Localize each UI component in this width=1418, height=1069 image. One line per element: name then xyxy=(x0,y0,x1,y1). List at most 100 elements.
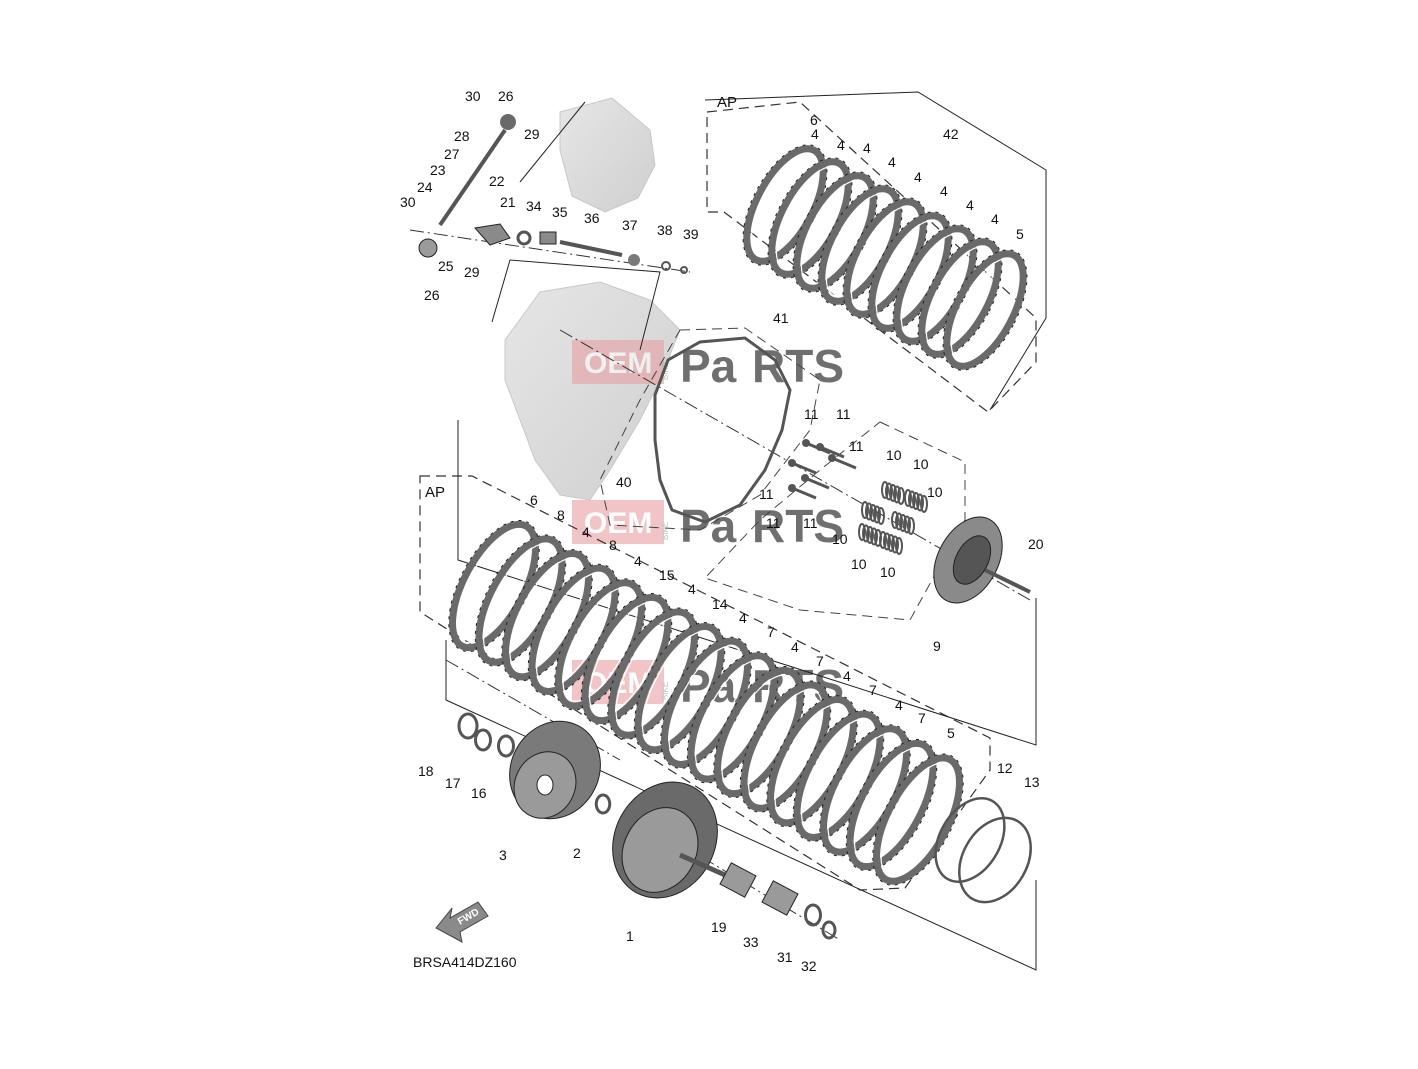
spring-box xyxy=(704,421,966,621)
callout-10: 10 xyxy=(927,484,943,500)
callout-35: 35 xyxy=(552,204,568,220)
callout-2: 2 xyxy=(573,845,581,861)
callout-32: 32 xyxy=(801,958,817,974)
callout-42: 42 xyxy=(943,126,959,142)
callout-13: 13 xyxy=(1024,774,1040,790)
callout-22: 22 xyxy=(489,173,505,189)
washer-32 xyxy=(821,920,837,940)
clutch-spring-1 xyxy=(881,481,905,505)
callout-4: 4 xyxy=(888,154,896,170)
callout-3: 3 xyxy=(499,847,507,863)
callout-6: 6 xyxy=(810,112,818,128)
ap-box-top xyxy=(706,101,1037,413)
frame-clutch xyxy=(445,640,1037,971)
gasket-40 xyxy=(653,336,792,524)
callout-11: 11 xyxy=(803,515,818,531)
clutch-plate-bottom-16 xyxy=(845,738,938,872)
callout-4: 4 xyxy=(895,697,903,713)
watermark-rts: RTS xyxy=(752,340,844,392)
bolt-11-5 xyxy=(801,474,830,490)
callout-40: 40 xyxy=(616,474,632,490)
callout-10: 10 xyxy=(886,447,902,463)
callout-6: 6 xyxy=(530,492,538,508)
washer-16 xyxy=(497,734,515,758)
callout-4: 4 xyxy=(914,169,922,185)
callout-15: 15 xyxy=(659,567,675,583)
washer-31 xyxy=(804,903,822,927)
ap-label-bottom: AP xyxy=(425,484,445,501)
callout-10: 10 xyxy=(832,531,848,547)
callout-21: 21 xyxy=(500,194,516,210)
fwd-arrow-icon: FWD xyxy=(435,901,489,943)
wire-ring-13 xyxy=(958,816,1032,904)
watermark-bike: BIKE xyxy=(661,682,670,700)
callout-39: 39 xyxy=(683,226,699,242)
callout-4: 4 xyxy=(634,553,642,569)
callout-7: 7 xyxy=(767,624,775,640)
callout-11: 11 xyxy=(759,486,774,502)
callout-4: 4 xyxy=(688,581,696,597)
callout-5: 5 xyxy=(1016,226,1024,242)
callout-20: 20 xyxy=(1028,536,1044,552)
ghost-crankcase-cover xyxy=(504,281,681,501)
callout-24: 24 xyxy=(417,179,433,195)
callout-30: 30 xyxy=(465,88,481,104)
callout-8: 8 xyxy=(609,537,617,553)
callout-14: 14 xyxy=(712,596,728,612)
callout-5: 5 xyxy=(947,725,955,741)
callout-17: 17 xyxy=(445,775,461,791)
callout-12: 12 xyxy=(997,760,1013,776)
collar-33 xyxy=(761,880,799,916)
callout-4: 4 xyxy=(582,524,590,540)
frame-rod xyxy=(519,101,586,183)
callout-28: 28 xyxy=(454,128,470,144)
callout-4: 4 xyxy=(843,668,851,684)
callout-4: 4 xyxy=(837,137,845,153)
callout-37: 37 xyxy=(622,217,638,233)
bolt-11-4 xyxy=(788,459,817,475)
callout-4: 4 xyxy=(863,140,871,156)
oil-seal-18 xyxy=(457,712,479,740)
frame-shaft xyxy=(491,259,661,351)
callout-labels: 1 2 3 4 4 4 4 4 4 4 4 4 4 4 4 4 4 4 5 5 … xyxy=(400,88,1044,974)
washer-17 xyxy=(474,728,492,752)
bolt-11-2 xyxy=(816,443,845,459)
callout-41: 41 xyxy=(773,310,789,326)
frame-top xyxy=(704,91,1047,411)
gasket-box xyxy=(599,327,821,531)
callout-4: 4 xyxy=(966,197,974,213)
ap-label-top: AP xyxy=(717,94,737,111)
callout-7: 7 xyxy=(918,710,926,726)
callout-11: 11 xyxy=(766,515,781,531)
callout-11: 11 xyxy=(804,406,819,422)
clutch-hub-3 xyxy=(509,720,601,820)
callout-16: 16 xyxy=(471,785,487,801)
clutch-spring-6 xyxy=(879,531,903,555)
clutch-spring-3 xyxy=(891,511,915,535)
callout-7: 7 xyxy=(869,682,877,698)
callout-10: 10 xyxy=(913,456,929,472)
callout-9: 9 xyxy=(933,638,941,654)
clutch-spring-4 xyxy=(861,501,885,525)
watermark-bike: BIKE xyxy=(661,522,670,540)
callout-7: 7 xyxy=(816,653,824,669)
callout-26: 26 xyxy=(498,88,514,104)
watermark-oem: OEM xyxy=(584,507,652,540)
watermark-rts: RTS xyxy=(752,500,844,552)
callout-33: 33 xyxy=(743,934,759,950)
callout-25: 25 xyxy=(438,258,454,274)
needle-bearing-19 xyxy=(719,862,757,898)
bolt-11-6 xyxy=(788,484,817,500)
clutch-spring-5 xyxy=(858,523,882,547)
callout-1: 1 xyxy=(626,928,634,944)
callout-26: 26 xyxy=(424,287,440,303)
callout-27: 27 xyxy=(444,146,460,162)
clutch-plate-top-8 xyxy=(917,237,1003,359)
callout-23: 23 xyxy=(430,162,446,178)
callout-4: 4 xyxy=(739,610,747,626)
callout-31: 31 xyxy=(777,949,793,965)
callout-4: 4 xyxy=(991,211,999,227)
ghost-cylinder-head xyxy=(559,97,656,213)
callout-10: 10 xyxy=(880,564,896,580)
